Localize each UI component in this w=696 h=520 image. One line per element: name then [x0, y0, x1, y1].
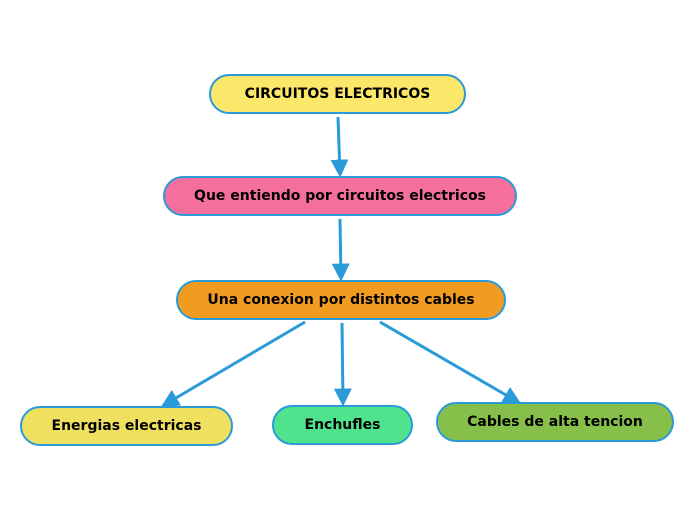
edge-answer-child1 — [160, 320, 306, 407]
node-una-conexion[interactable]: Una conexion por distintos cables — [176, 280, 506, 320]
edge-root-question — [330, 116, 349, 178]
edge-answer-child2 — [333, 322, 352, 407]
edge-answer-child3 — [379, 320, 522, 404]
edge-question-answer — [331, 218, 350, 282]
node-label: Enchufles — [304, 417, 381, 433]
node-label: Cables de alta tencion — [467, 414, 643, 430]
node-label: Una conexion por distintos cables — [207, 292, 475, 308]
node-que-entiendo[interactable]: Que entiendo por circuitos electricos — [163, 176, 517, 216]
node-label: Energias electricas — [51, 418, 202, 434]
node-cables-alta-tencion[interactable]: Cables de alta tencion — [436, 402, 674, 442]
node-energias-electricas[interactable]: Energias electricas — [20, 406, 233, 446]
node-enchufles[interactable]: Enchufles — [272, 405, 413, 445]
node-circuitos-electricos[interactable]: CIRCUITOS ELECTRICOS — [209, 74, 466, 114]
node-label: Que entiendo por circuitos electricos — [194, 188, 486, 204]
node-label: CIRCUITOS ELECTRICOS — [244, 86, 431, 102]
